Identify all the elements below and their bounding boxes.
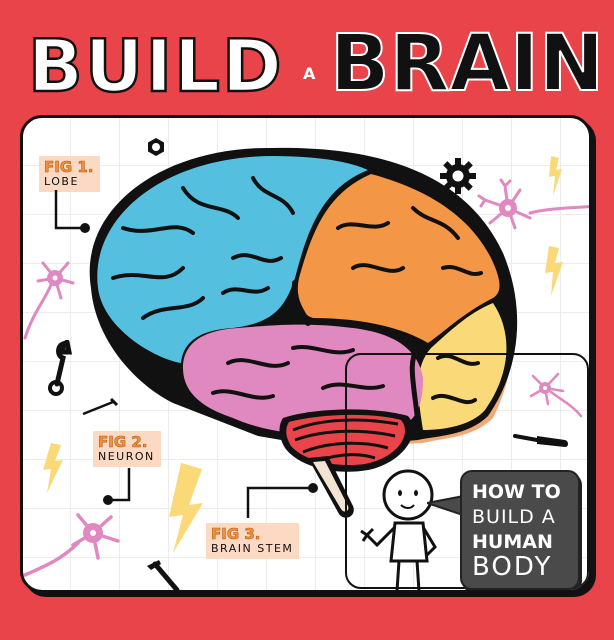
hammer-icon xyxy=(147,560,180,590)
fig2-text: NEURON xyxy=(98,450,155,463)
gear-icon xyxy=(440,158,476,194)
fig3-number: FIG 3. xyxy=(211,525,261,543)
fig1-number: FIG 1. xyxy=(44,158,94,176)
wrench-icon xyxy=(48,340,73,396)
nut-icon xyxy=(148,138,164,156)
lightning-icon-top-right xyxy=(549,156,562,196)
series-line4: BODY xyxy=(472,552,553,582)
series-badge: HOW TO BUILD A HUMAN BODY xyxy=(460,470,580,590)
neuron-icon-right xyxy=(477,178,589,230)
series-line2: BUILD A xyxy=(472,506,556,528)
neuron-icon-box xyxy=(529,372,583,418)
neuron-icon-left xyxy=(23,261,75,340)
title-word-build: BUILD xyxy=(27,24,284,108)
fig2-number: FIG 2. xyxy=(98,433,148,451)
screwdriver-icon xyxy=(513,434,568,447)
fig2-label: FIG 2. NEURON xyxy=(93,431,161,467)
lightning-icon-center xyxy=(169,463,203,553)
illustration-panel: FIG 1. LOBE FIG 2. NEURON FIG 3. BRAIN S… xyxy=(20,115,592,593)
lightning-icon-left xyxy=(43,443,63,493)
neuron-icon-bottom xyxy=(23,513,120,577)
title-word-brain: BRAIN xyxy=(329,19,605,109)
stick-figure-icon xyxy=(360,469,437,590)
series-line3: HUMAN xyxy=(472,531,553,553)
cover-title: BUILD A BRAIN xyxy=(0,19,614,112)
title-connector-a: A xyxy=(303,64,316,83)
fig1-connector xyxy=(54,190,90,233)
fig1-text: LOBE xyxy=(44,175,79,188)
fig3-label: FIG 3. BRAIN STEM xyxy=(206,523,300,559)
fig3-connector xyxy=(246,483,318,518)
fig3-text: BRAIN STEM xyxy=(211,542,294,555)
series-line1: HOW TO xyxy=(472,481,561,503)
nail-icon xyxy=(82,398,119,416)
fig1-label: FIG 1. LOBE xyxy=(39,156,100,192)
lightning-icon-right xyxy=(545,246,563,296)
fig2-connector xyxy=(103,468,131,505)
